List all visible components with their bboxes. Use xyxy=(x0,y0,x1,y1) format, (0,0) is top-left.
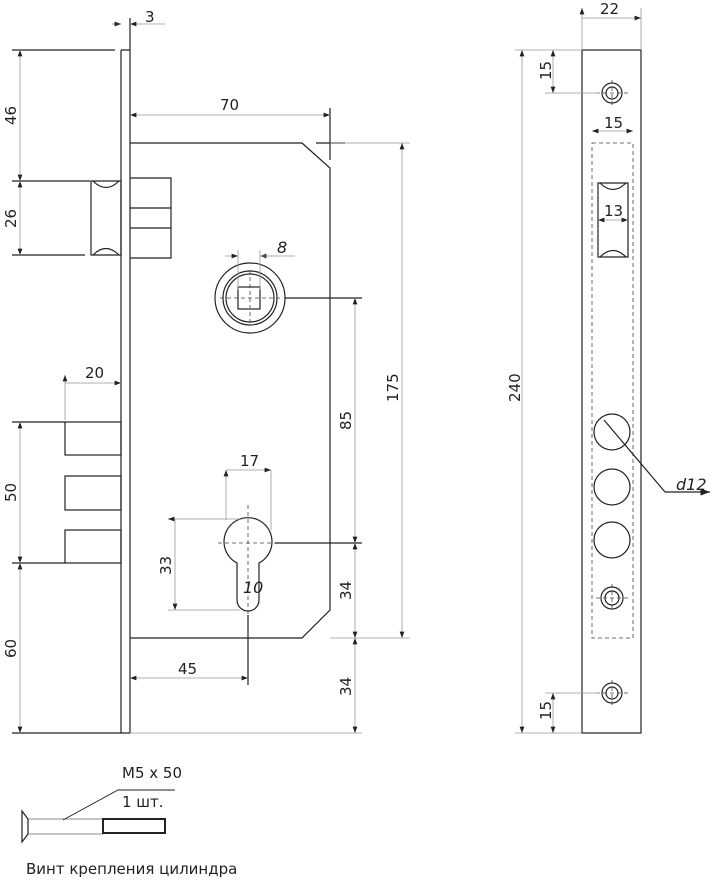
dim-60: 60 xyxy=(2,639,20,658)
dim-34-lower: 34 xyxy=(337,677,355,696)
lock-body xyxy=(120,18,345,734)
dim-70: 70 xyxy=(220,96,239,114)
dim-85: 85 xyxy=(337,411,355,430)
strike-dimensions: 22 15 15 13 240 d12 15 xyxy=(506,0,710,734)
dim-50: 50 xyxy=(2,483,20,502)
dim-13: 13 xyxy=(604,202,623,220)
screw-caption: Винт крепления цилиндра xyxy=(26,860,237,878)
dim-15-width: 15 xyxy=(604,114,623,132)
dim-d12: d12 xyxy=(676,475,707,494)
dim-22: 22 xyxy=(600,0,619,18)
deadbolts xyxy=(64,421,122,564)
dim-33: 33 xyxy=(157,556,175,575)
dim-45: 45 xyxy=(178,660,197,678)
dim-240: 240 xyxy=(506,373,524,402)
dim-26: 26 xyxy=(2,209,20,228)
screw-quantity: 1 шт. xyxy=(122,793,164,811)
dim-17: 17 xyxy=(240,452,259,470)
spindle-hub xyxy=(214,262,362,334)
dim-175: 175 xyxy=(384,373,402,402)
dimension-labels: 3 70 46 26 8 20 50 60 17 33 10 45 85 34 … xyxy=(2,8,402,696)
cylinder-screw: M5 x 50 1 шт. Винт крепления цилиндра xyxy=(21,764,237,878)
dim-20: 20 xyxy=(85,364,104,382)
dim-3: 3 xyxy=(145,8,155,26)
dim-10: 10 xyxy=(243,578,263,597)
dim-15-bottom: 15 xyxy=(537,701,555,720)
screw-spec: M5 x 50 xyxy=(122,764,182,782)
latch xyxy=(90,177,172,259)
cylinder-cutout xyxy=(218,505,362,685)
dim-8: 8 xyxy=(277,238,287,257)
dimension-lines xyxy=(12,21,410,734)
strike-plate xyxy=(581,49,642,734)
dim-15-top: 15 xyxy=(537,61,555,80)
dim-34-upper: 34 xyxy=(337,581,355,600)
dim-46: 46 xyxy=(2,106,20,125)
